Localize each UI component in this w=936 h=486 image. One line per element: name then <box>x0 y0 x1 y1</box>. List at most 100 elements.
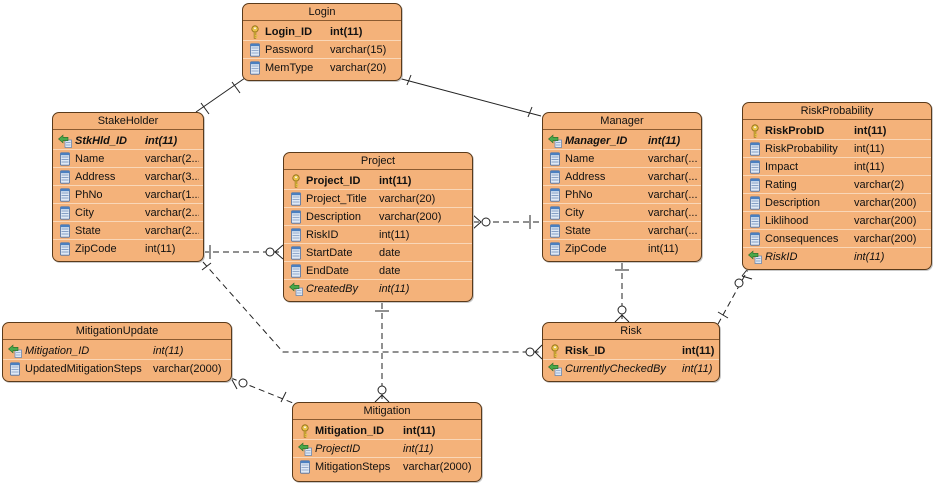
foreign-key-icon <box>548 362 562 376</box>
column-name: City <box>75 207 94 219</box>
column-type: int(11) <box>682 345 715 357</box>
column-type: varchar(2... <box>145 153 199 165</box>
column-row[interactable]: CurrentlyCheckedBy int(11) <box>543 360 719 378</box>
column-icon <box>548 242 562 256</box>
column-type: int(11) <box>854 161 885 173</box>
column-icon <box>289 210 303 224</box>
relationship-manager-project[interactable] <box>472 214 542 230</box>
column-row[interactable]: Project_ID int(11) <box>284 172 472 190</box>
column-type: varchar(... <box>648 207 697 219</box>
column-name: CurrentlyCheckedBy <box>565 363 666 375</box>
column-type: int(11) <box>648 243 679 255</box>
column-type: varchar(2000) <box>403 461 472 473</box>
key-icon <box>289 174 303 188</box>
column-name: Liklihood <box>765 215 809 227</box>
column-name: Project_ID <box>306 175 361 187</box>
column-type: varchar(200) <box>379 211 442 223</box>
column-type: date <box>379 247 401 259</box>
relationship-stakeholder-risk[interactable] <box>201 261 543 360</box>
relationship-risk-riskprobability[interactable] <box>717 265 753 325</box>
column-icon <box>548 152 562 166</box>
column-type: int(11) <box>379 229 410 241</box>
column-name: City <box>565 207 584 219</box>
column-type: varchar(2000) <box>153 363 222 375</box>
entity-title: Risk <box>543 323 719 340</box>
column-icon <box>58 242 72 256</box>
column-type: int(11) <box>379 175 412 187</box>
column-icon <box>58 170 72 184</box>
column-row[interactable]: City varchar(... <box>543 204 701 222</box>
column-name: PhNo <box>75 189 103 201</box>
column-name: RiskID <box>765 251 798 263</box>
column-name: StkHld_ID <box>75 135 127 147</box>
column-name: ProjectID <box>315 443 361 455</box>
relationship-manager-risk[interactable] <box>614 263 630 323</box>
column-name: MemType <box>265 62 314 74</box>
column-icon <box>289 192 303 206</box>
column-type: int(11) <box>682 363 713 375</box>
column-row[interactable]: MemType varchar(20) <box>243 59 401 77</box>
entity-title: Login <box>243 4 401 21</box>
column-row[interactable]: ProjectID int(11) <box>293 440 481 458</box>
relationship-login-manager[interactable] <box>397 74 542 118</box>
relationship-stakeholder-project[interactable] <box>203 244 284 260</box>
column-name: EndDate <box>306 265 349 277</box>
column-type: int(11) <box>403 443 434 455</box>
entity-title: Manager <box>543 113 701 130</box>
column-name: State <box>75 225 101 237</box>
column-icon <box>289 264 303 278</box>
relationship-login-stakeholder[interactable] <box>195 77 246 115</box>
column-name: PhNo <box>565 189 593 201</box>
relationship-mitigationupdate-mitigation[interactable] <box>230 377 294 404</box>
column-icon <box>58 188 72 202</box>
column-type: int(11) <box>330 26 363 38</box>
column-type: int(11) <box>854 143 885 155</box>
relationship-project-mitigation[interactable] <box>374 303 390 403</box>
column-type: varchar(20) <box>330 62 387 74</box>
